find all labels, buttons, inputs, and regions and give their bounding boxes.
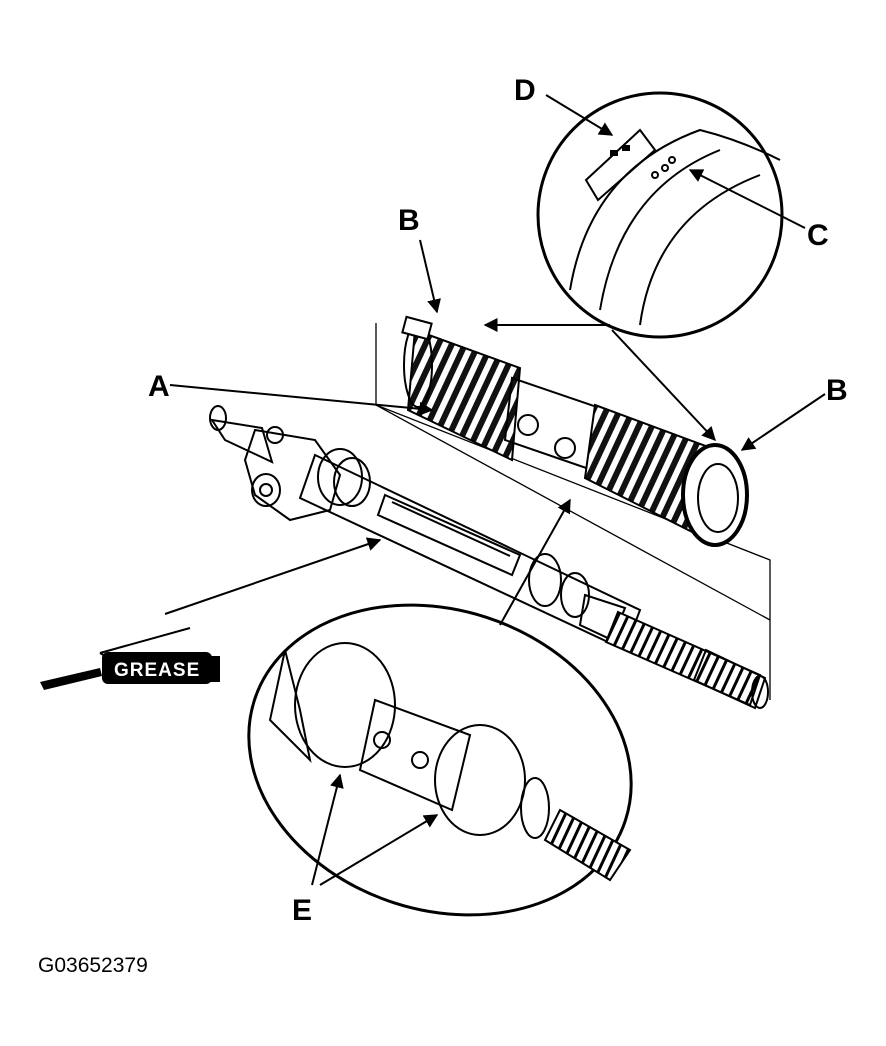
clamp-detail-view: [536, 91, 784, 339]
grease-detail-view: [247, 603, 633, 917]
steering-rack: [209, 405, 769, 710]
callout-a: A: [148, 370, 170, 403]
grease-gun: GREASE: [40, 627, 220, 690]
figure-id: G03652379: [38, 954, 148, 977]
callout-b-top: B: [398, 204, 420, 237]
callout-c: C: [807, 219, 829, 252]
callout-b-right: B: [826, 374, 848, 407]
callout-d: D: [514, 74, 536, 107]
assembly-frame: [375, 323, 771, 700]
rack-boot-assembly: [401, 315, 749, 547]
callout-e: E: [292, 894, 312, 927]
grease-label: GREASE: [114, 660, 200, 681]
leader-lines: [164, 94, 826, 886]
